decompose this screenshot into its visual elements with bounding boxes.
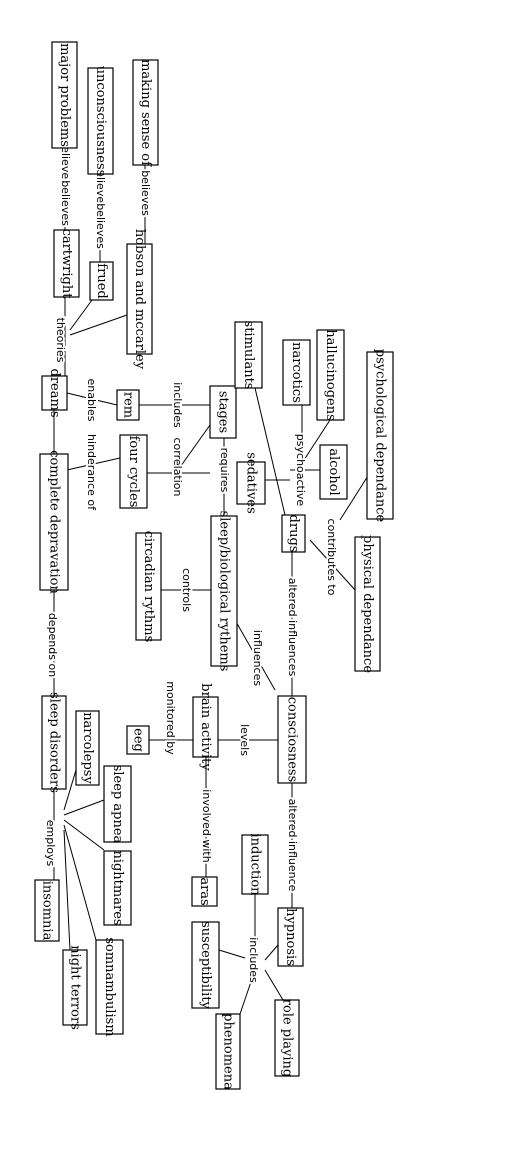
- link-involved-with: involved with: [200, 789, 213, 862]
- node-consciousness: consciosness: [285, 697, 300, 783]
- link-employs: employs: [44, 820, 57, 867]
- link-labels: believes believes believes believes beli…: [42, 137, 340, 985]
- node-susceptibility: susceptibility: [198, 921, 213, 1009]
- node-four-cycles: four cycles: [126, 436, 141, 508]
- link-correlation: correlation: [171, 437, 184, 496]
- link-controls: controls: [180, 568, 193, 612]
- node-somnambulism: somnambulism: [102, 937, 117, 1036]
- node-hypnosis: hypnosis: [283, 908, 298, 966]
- link-believes: believes: [139, 170, 152, 216]
- node-making-sense-of: making sense of: [138, 59, 153, 167]
- link-psychoactive: psychoactive: [294, 434, 307, 507]
- link-believes: believes: [94, 203, 107, 249]
- link-believes: believes: [59, 139, 72, 185]
- link-includes: includes: [171, 382, 184, 428]
- node-unconsciousness: unconsciousness: [93, 66, 108, 177]
- node-stimulants: stimulants: [241, 321, 256, 390]
- node-insomnia: insomnia: [40, 881, 55, 941]
- node-narcolepsy: narcolepsy: [80, 712, 95, 784]
- link-hinderance-of: hinderance of: [85, 434, 98, 511]
- node-cartwright: cartwright: [59, 229, 74, 300]
- link-altered-influences: altered influences: [286, 578, 299, 677]
- node-circadian-rythms: circadian rythms: [141, 531, 156, 643]
- node-hobson-and-mccarley: hobson and mccarley: [132, 229, 147, 370]
- link-requires: requires: [218, 448, 231, 493]
- link-believes: believes: [59, 180, 72, 226]
- node-major-problems: major problems: [57, 43, 72, 147]
- link-theories: theories: [54, 318, 67, 363]
- link-monitored-by: monitored by: [164, 681, 177, 755]
- node-dreams: dreams: [47, 369, 62, 418]
- node-aras: aras: [197, 877, 212, 905]
- link-enables: enables: [85, 378, 98, 421]
- link-influences: influences: [251, 630, 264, 686]
- node-sleep-apnea: sleep apnea: [110, 765, 125, 844]
- node-sedatives: sedatives: [244, 452, 259, 514]
- node-induction: induction: [248, 833, 263, 896]
- node-sleep-biological-rythems: sleep/biological rythems: [217, 511, 232, 672]
- link-depends-on: depends on: [46, 613, 59, 677]
- link-contributes-to: contributes to: [325, 519, 338, 596]
- node-phenomena: phenomena: [221, 1013, 236, 1090]
- node-rem: rem: [121, 392, 136, 418]
- link-includes: includes: [247, 937, 260, 983]
- link-levels: levels: [238, 724, 251, 756]
- node-hallucinogens: hallucinogens: [323, 329, 338, 421]
- link-altered-influence: altered influence: [286, 799, 299, 892]
- node-role-playing: role playing: [280, 999, 295, 1077]
- edges: [53, 148, 379, 1015]
- nodes: major problems unconsciousness making se…: [34, 41, 394, 1090]
- node-drugs: drugs: [286, 515, 301, 553]
- node-night-terrors: night terrors: [68, 945, 83, 1030]
- node-physical-dependance: physical dependance: [360, 535, 375, 673]
- node-psychological-dependance: psychological dependance: [373, 349, 388, 523]
- node-nightmares: nightmares: [110, 850, 125, 925]
- node-brain-activity: brain activity: [198, 683, 213, 771]
- node-sleep-disorders: sleep disorders: [47, 692, 62, 793]
- node-complete-depravation: complete depravation: [47, 450, 62, 594]
- node-narcotics: narcotics: [289, 342, 304, 403]
- node-eeg: eeg: [131, 728, 146, 752]
- node-frued: frued: [94, 263, 109, 298]
- node-stages: stages: [216, 391, 231, 433]
- node-alcohol: alcohol: [326, 448, 341, 495]
